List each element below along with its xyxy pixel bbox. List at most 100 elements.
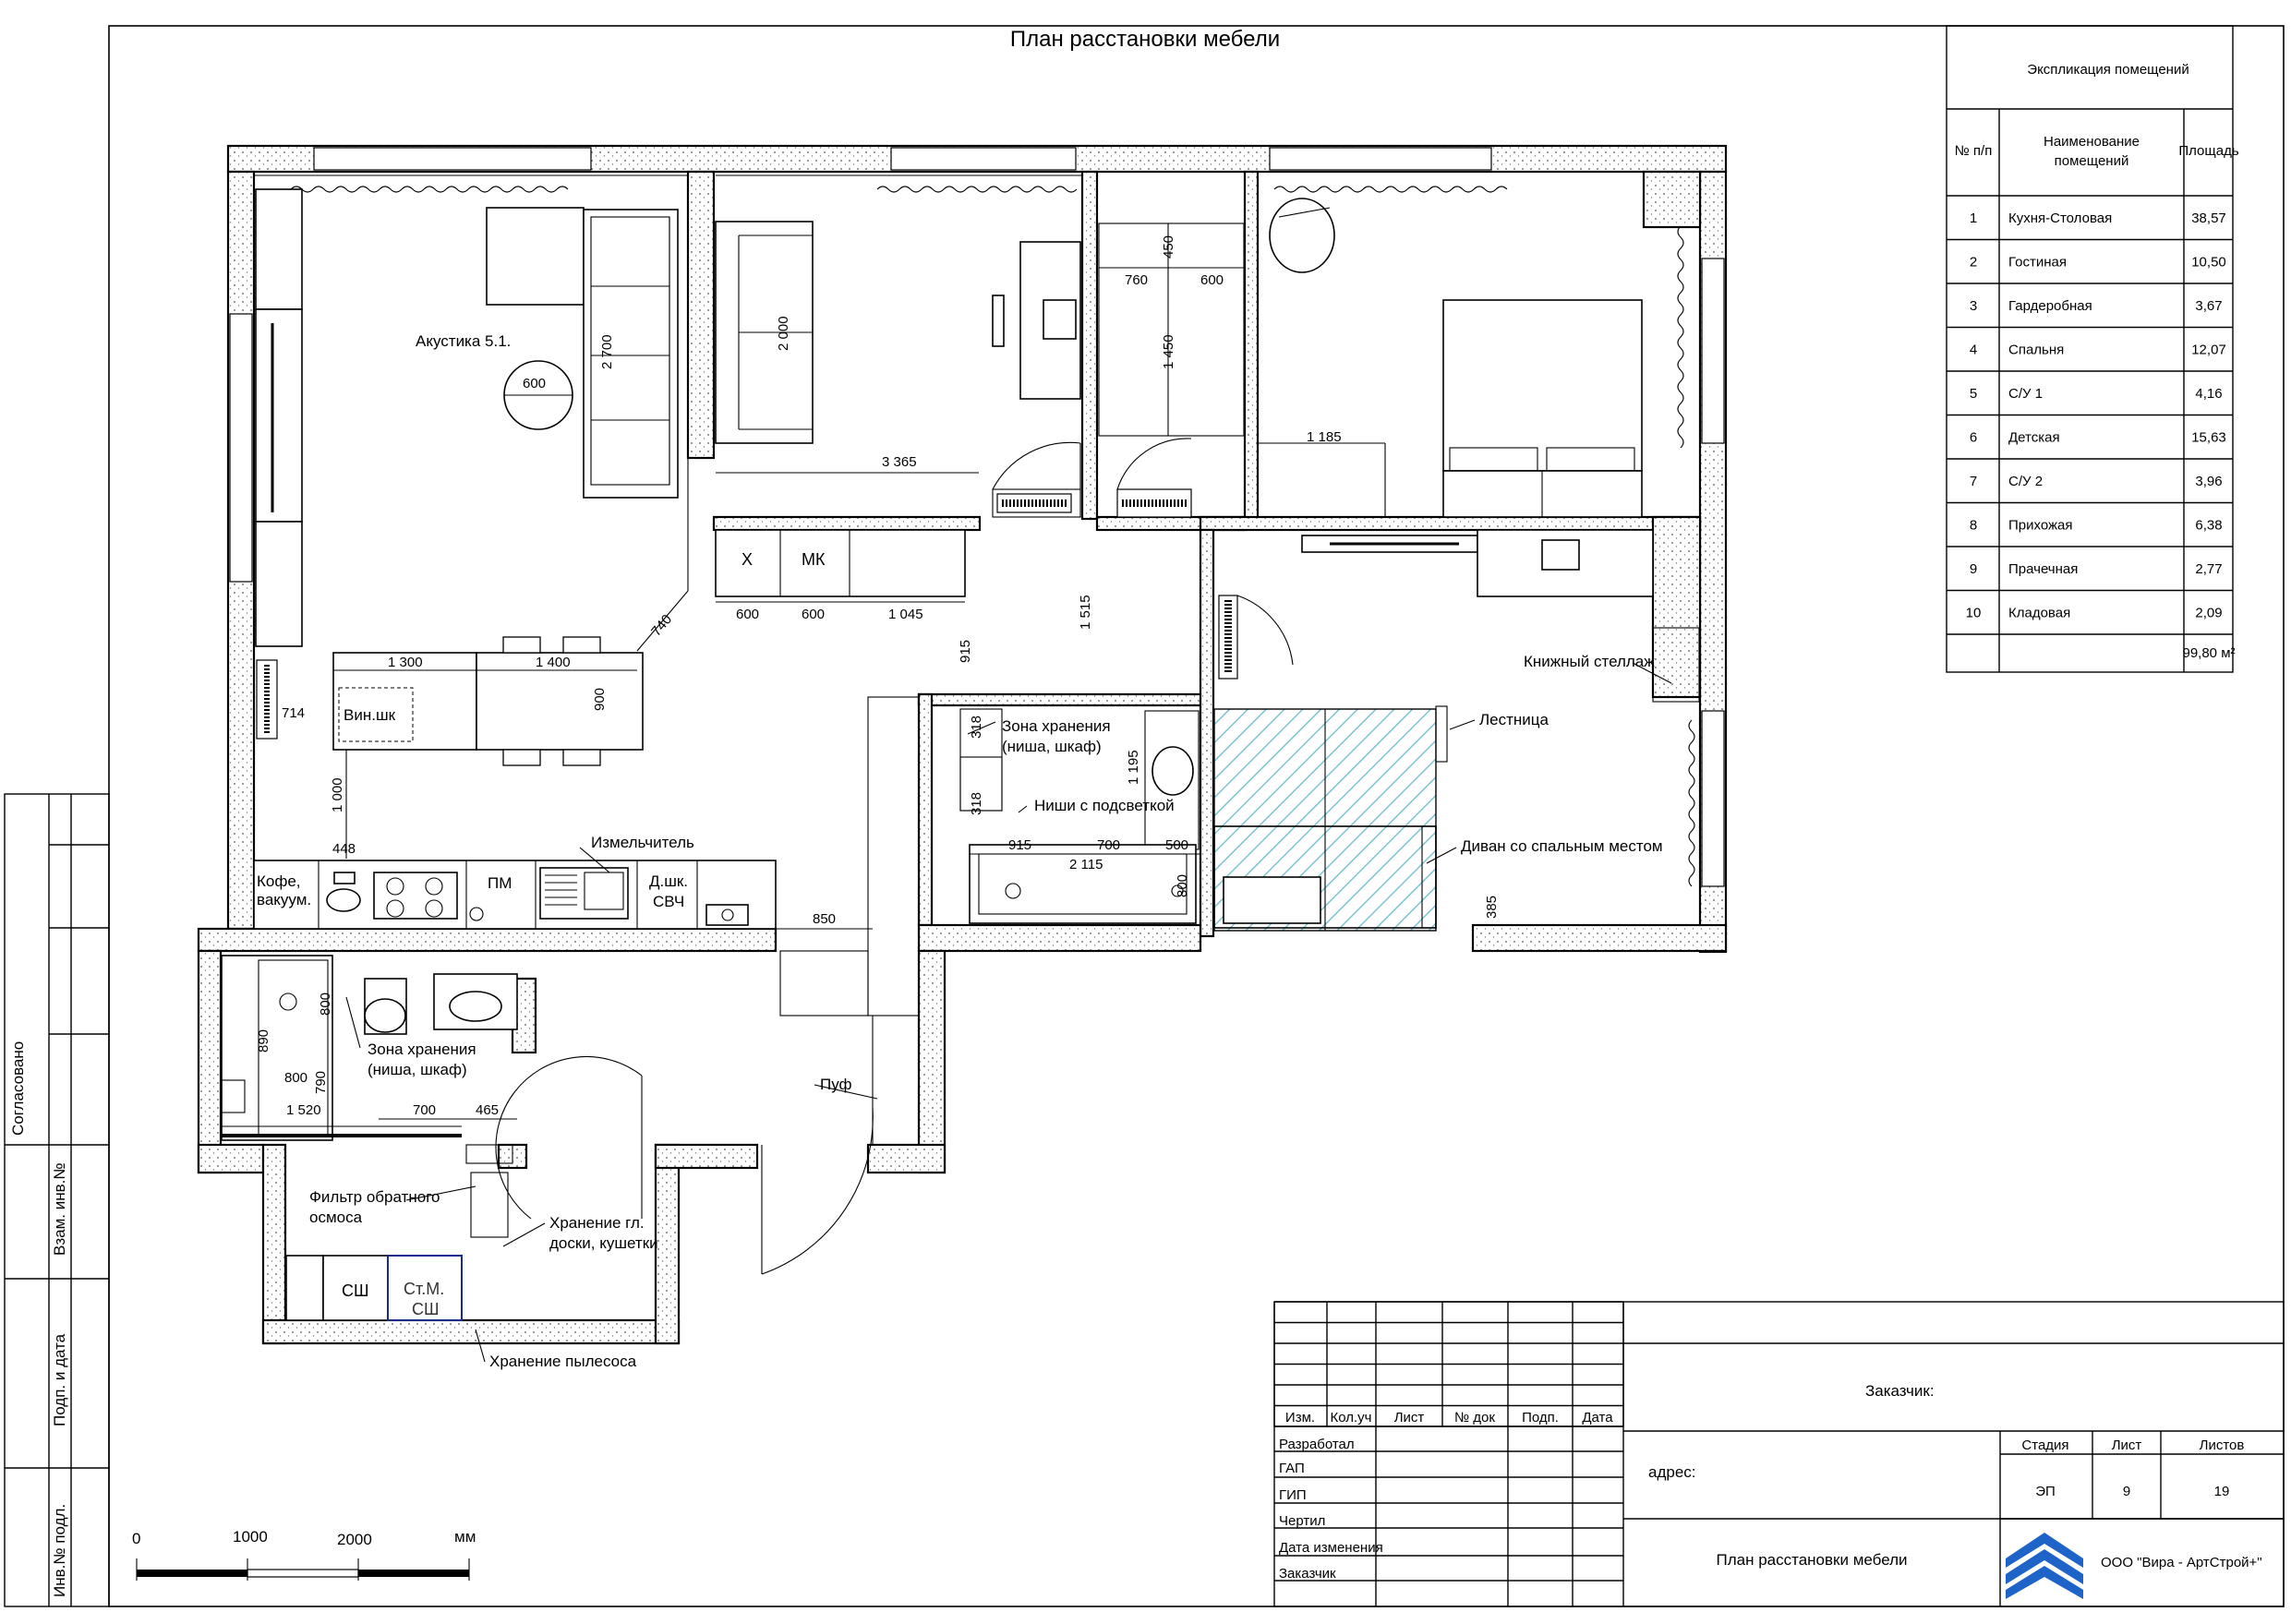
- tb-col-header: Подп.: [1522, 1410, 1559, 1426]
- dim-760: 760: [1125, 272, 1148, 288]
- explication-row-area: 38,57: [2191, 211, 2226, 226]
- label-vacuum: Хранение пылесоса: [489, 1353, 637, 1370]
- tb-col-header: Дата: [1582, 1410, 1613, 1426]
- label-storage-zone-2: Зона хранения(ниша, шкаф): [368, 1041, 476, 1078]
- label-washer: Ст.М.СШ: [404, 1280, 444, 1318]
- dim-600b: 600: [1200, 272, 1224, 288]
- dim-1045: 1 045: [888, 607, 923, 622]
- explication-row-num: 7: [1970, 474, 1977, 489]
- room-labels: Акустика 5.1. Вин.шк Кофе,вакуум. ПМ Изм…: [257, 332, 1663, 1370]
- tb-sheets: 19: [2214, 1484, 2230, 1499]
- label-acoustics: Акустика 5.1.: [416, 332, 511, 350]
- tb-stage: ЭП: [2035, 1484, 2056, 1499]
- tb-stage-header: Стадия: [2021, 1438, 2068, 1453]
- dim-700: 700: [1097, 837, 1120, 853]
- explication-row-num: 1: [1970, 211, 1977, 226]
- dim-1195: 1 195: [1126, 750, 1141, 785]
- explication-row-name: Спальня: [2008, 343, 2064, 358]
- wardrobe: [1098, 223, 1245, 518]
- scale-2000: 2000: [337, 1531, 372, 1548]
- dim-318a: 318: [969, 716, 984, 739]
- dim-800b: 800: [318, 992, 333, 1016]
- scale-0: 0: [132, 1530, 140, 1547]
- label-niches: Ниши с подсветкой: [1034, 797, 1175, 814]
- dim-890: 890: [256, 1029, 271, 1053]
- dim-850: 850: [813, 911, 836, 927]
- explication-row-name: С/У 1: [2008, 386, 2043, 402]
- label-dryer: СШ: [342, 1281, 369, 1300]
- side-stamp: Согласовано Взам. инв.№ Подп. и дата Инв…: [4, 793, 110, 1607]
- bathroom-2: [959, 708, 1200, 924]
- bathroom-1: [221, 955, 874, 1321]
- explication-row-area: 2,09: [2195, 606, 2222, 621]
- explication-row-name: Прихожая: [2008, 518, 2073, 534]
- dim-600c: 600: [736, 607, 759, 622]
- explication-table: Экспликация помещений № п/п Наименование…: [1946, 25, 2239, 673]
- explication-row-num: 4: [1970, 343, 1977, 358]
- label-sofa-bed: Диван со спальным местом: [1461, 837, 1663, 855]
- dim-800c: 800: [284, 1070, 307, 1086]
- label-dishwasher: ПМ: [488, 874, 512, 892]
- dim-900: 900: [592, 688, 608, 711]
- label-bookshelf: Книжный стеллаж: [1524, 653, 1655, 670]
- dim-450: 450: [1161, 235, 1176, 259]
- dim-714: 714: [282, 705, 305, 721]
- dim-500: 500: [1165, 837, 1188, 853]
- stamp-inv-orig: Инв.№ подл.: [51, 1504, 68, 1597]
- scale-1000: 1000: [233, 1528, 268, 1546]
- tb-drawing-name: План расстановки мебели: [1717, 1551, 1908, 1569]
- explication-row-name: Прачечная: [2008, 561, 2078, 577]
- children-room: [1213, 529, 1700, 932]
- dim-318b: 318: [969, 792, 984, 815]
- tb-sheets-header: Листов: [2200, 1438, 2245, 1453]
- dim-790: 790: [313, 1071, 329, 1094]
- tb-role-label: ГИП: [1279, 1487, 1307, 1503]
- stamp-agreed: Согласовано: [9, 1041, 27, 1136]
- dim-2115: 2 115: [1069, 857, 1103, 872]
- walls: [197, 144, 1728, 1345]
- kitchen-dining: [253, 174, 920, 1145]
- explication-row-num: 10: [1966, 606, 1982, 621]
- explication-row-num: 6: [1970, 430, 1977, 446]
- title-block: Заказчик: адрес: Стадия Лист Листов ЭП 9…: [1273, 1301, 2285, 1607]
- label-iron-board: Хранение гл.доски, кушетки: [549, 1214, 658, 1252]
- explication-row-area: 2,77: [2195, 561, 2222, 577]
- tb-role-label: ГАП: [1279, 1461, 1305, 1476]
- explication-row-name: С/У 2: [2008, 474, 2043, 489]
- dim-448: 448: [332, 841, 356, 857]
- tb-role-label: Дата изменения: [1279, 1540, 1383, 1556]
- explication-row-num: 5: [1970, 386, 1977, 402]
- dim-385: 385: [1484, 896, 1500, 919]
- explication-row-name: Гостиная: [2008, 255, 2067, 271]
- label-ladder: Лестница: [1479, 711, 1549, 728]
- explication-header-num: № п/п: [1955, 143, 1993, 159]
- dim-1000: 1 000: [330, 777, 345, 812]
- tb-col-header: Изм.: [1285, 1410, 1315, 1426]
- explication-row-name: Кухня-Столовая: [2008, 211, 2112, 226]
- dim-600: 600: [523, 376, 546, 391]
- explication-header-area: Площадь: [2178, 143, 2238, 159]
- tb-col-header: Лист: [1394, 1410, 1425, 1426]
- label-wine-cooler: Вин.шк: [344, 706, 396, 724]
- dim-600d: 600: [802, 607, 825, 622]
- explication-row-num: 8: [1970, 518, 1977, 534]
- living-room: [715, 174, 1082, 597]
- dim-700b: 700: [413, 1102, 436, 1118]
- explication-row-num: 3: [1970, 298, 1977, 314]
- label-pouf: Пуф: [820, 1076, 852, 1093]
- explication-title: Экспликация помещений: [2027, 62, 2189, 78]
- label-mk: МК: [802, 550, 826, 569]
- tb-sheet: 9: [2123, 1484, 2130, 1499]
- label-oven: Д.шк.СВЧ: [649, 872, 688, 910]
- tb-role-label: Заказчик: [1279, 1566, 1336, 1582]
- explication-row-name: Детская: [2008, 430, 2060, 446]
- tb-customer-label: Заказчик:: [1865, 1382, 1935, 1400]
- explication-row-area: 4,16: [2195, 386, 2222, 402]
- leader-lines: [345, 662, 1672, 1363]
- label-grinder: Измельчитель: [591, 834, 694, 851]
- sheet-frame: [108, 25, 2285, 1607]
- curtains: [290, 186, 1695, 887]
